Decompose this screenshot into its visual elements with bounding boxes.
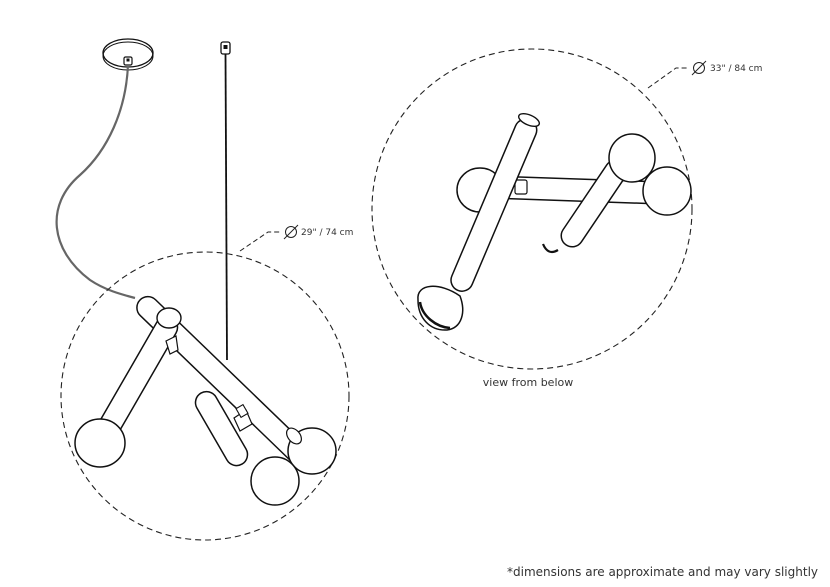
globe-bottom [417,285,464,331]
bottom-view: 33" / 84 cm view from be [371,48,762,389]
diameter-symbol-icon [691,60,707,76]
globe-top [608,133,656,183]
power-cord [55,64,136,300]
side-diameter-label: 29" / 74 cm [301,228,353,238]
side-dimension-leader [239,231,280,252]
bottom-diameter-label: 33" / 84 cm [710,64,762,74]
side-diameter-circle [60,251,350,541]
footnote: *dimensions are approximate and may vary… [507,565,818,579]
shade-bottom [250,456,300,506]
long-tube [450,118,538,292]
ceiling-canopy [102,38,154,71]
bottom-view-caption: view from below [483,376,573,389]
suspension-cable [224,53,228,361]
side-view: 29" / 74 cm [55,38,353,541]
bottom-diameter-circle [371,48,693,370]
diameter-symbol-icon [283,224,299,240]
suspension-mount [220,41,231,55]
lower-arm [194,390,249,467]
globe-right [642,166,692,216]
bottom-dimension-leader [647,67,688,89]
shade-left [74,418,126,468]
top-cap [156,307,182,329]
